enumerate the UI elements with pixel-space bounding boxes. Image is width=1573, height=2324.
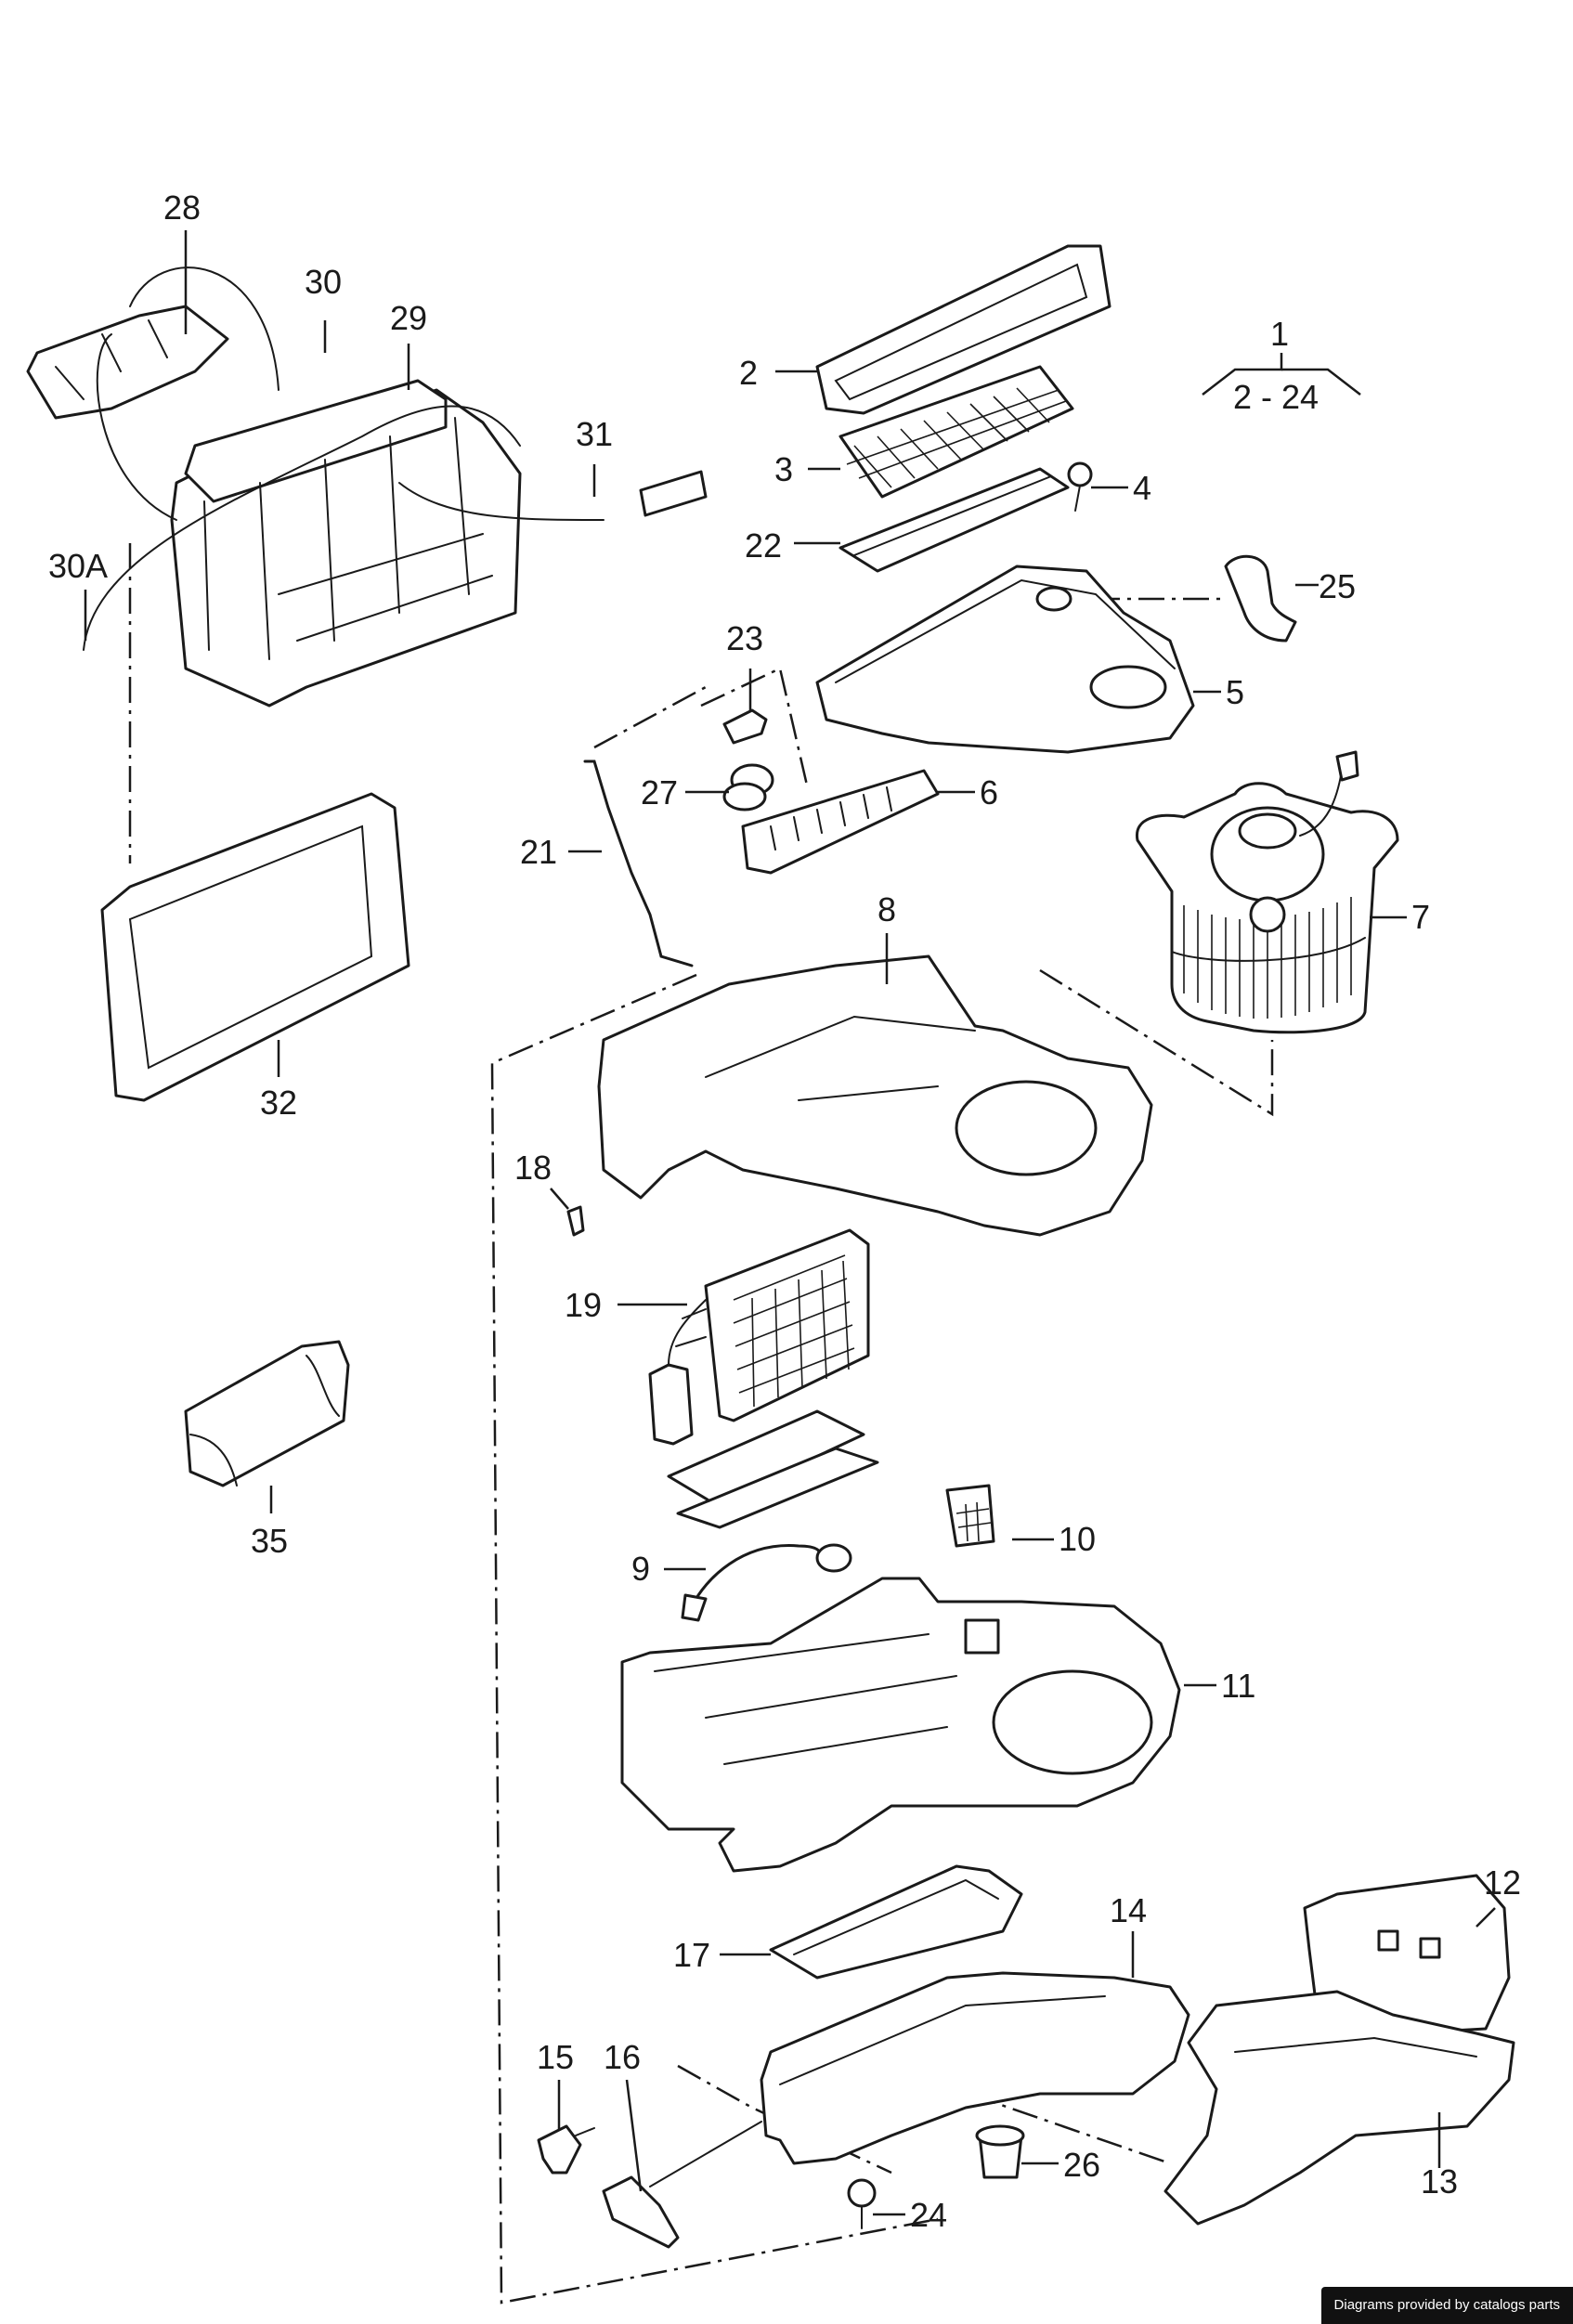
push-pin-24 bbox=[847, 2178, 877, 2229]
callout-10: 10 bbox=[1059, 1520, 1096, 1558]
callout-3: 3 bbox=[774, 450, 793, 488]
callout-28: 28 bbox=[163, 188, 201, 227]
callout-19: 19 bbox=[565, 1286, 602, 1324]
callout-24: 24 bbox=[910, 2196, 947, 2234]
callout-4: 4 bbox=[1133, 469, 1151, 507]
foam-block-35 bbox=[184, 1340, 350, 1487]
elbow-tube-25 bbox=[1224, 554, 1297, 643]
upper-housing-5 bbox=[815, 565, 1195, 754]
callout-14: 14 bbox=[1110, 1891, 1147, 1929]
seal-17 bbox=[769, 1864, 1023, 1980]
callout-15: 15 bbox=[537, 2038, 574, 2076]
sensor-23 bbox=[722, 708, 768, 745]
group-bracket bbox=[1202, 353, 1361, 396]
dust-filter-3 bbox=[838, 365, 1074, 499]
frame-part-2 bbox=[815, 244, 1112, 415]
credit-badge[interactable]: Diagrams provided by catalogs parts bbox=[1320, 2287, 1573, 2324]
callout-9: 9 bbox=[631, 1550, 650, 1588]
callout-23: 23 bbox=[726, 619, 763, 657]
clip-nut-26 bbox=[975, 2124, 1025, 2179]
blower-motor-7 bbox=[1136, 750, 1399, 1034]
lower-housing-11 bbox=[620, 1577, 1181, 1873]
flap-6 bbox=[741, 769, 940, 875]
leader-lines bbox=[84, 230, 1496, 2216]
callout-35: 35 bbox=[251, 1522, 288, 1560]
middle-housing-8 bbox=[597, 954, 1153, 1237]
lower-duct-14 bbox=[760, 1971, 1190, 2165]
callout-27: 27 bbox=[641, 773, 678, 811]
lever-15 bbox=[537, 2124, 595, 2175]
clip-18 bbox=[566, 1205, 585, 1237]
callout-6: 6 bbox=[980, 773, 998, 811]
callout-17: 17 bbox=[673, 1936, 710, 1974]
grommet-27 bbox=[722, 763, 774, 811]
sealing-strips bbox=[667, 1409, 879, 1529]
callout-32: 32 bbox=[260, 1084, 297, 1122]
callout-22: 22 bbox=[745, 526, 782, 565]
resistor-10 bbox=[945, 1484, 995, 1548]
callout-12: 12 bbox=[1484, 1863, 1521, 1902]
screw-4 bbox=[1067, 461, 1093, 512]
callout-26: 26 bbox=[1063, 2146, 1100, 2184]
callout-30: 30 bbox=[305, 263, 342, 301]
callout-labels: 28 30 29 31 30A 32 35 1 2 - 24 2 3 4 22 … bbox=[48, 188, 1521, 2234]
callout-18: 18 bbox=[514, 1149, 552, 1187]
actuator-arm-16 bbox=[602, 2121, 762, 2249]
flap-housing-assembly bbox=[26, 266, 708, 708]
callout-25: 25 bbox=[1319, 567, 1356, 605]
heater-core-19 bbox=[648, 1228, 870, 1446]
callout-11: 11 bbox=[1221, 1667, 1255, 1705]
side-duct-13 bbox=[1164, 1990, 1515, 2226]
gasket-frame-32 bbox=[100, 792, 410, 1102]
callout-30a: 30A bbox=[48, 547, 108, 585]
seal-strip-22 bbox=[838, 467, 1070, 573]
callout-16: 16 bbox=[604, 2038, 641, 2076]
callout-31: 31 bbox=[576, 415, 613, 453]
callout-2-24: 2 - 24 bbox=[1233, 378, 1319, 416]
callout-8: 8 bbox=[878, 890, 896, 928]
callout-5: 5 bbox=[1226, 673, 1244, 711]
temp-sensor-9 bbox=[681, 1543, 852, 1622]
callout-2: 2 bbox=[739, 354, 758, 392]
callout-13: 13 bbox=[1421, 2162, 1458, 2201]
callout-7: 7 bbox=[1411, 898, 1430, 936]
rod-21 bbox=[583, 760, 694, 967]
callout-21: 21 bbox=[520, 833, 557, 871]
callout-29: 29 bbox=[390, 299, 427, 337]
callout-1: 1 bbox=[1270, 315, 1289, 353]
